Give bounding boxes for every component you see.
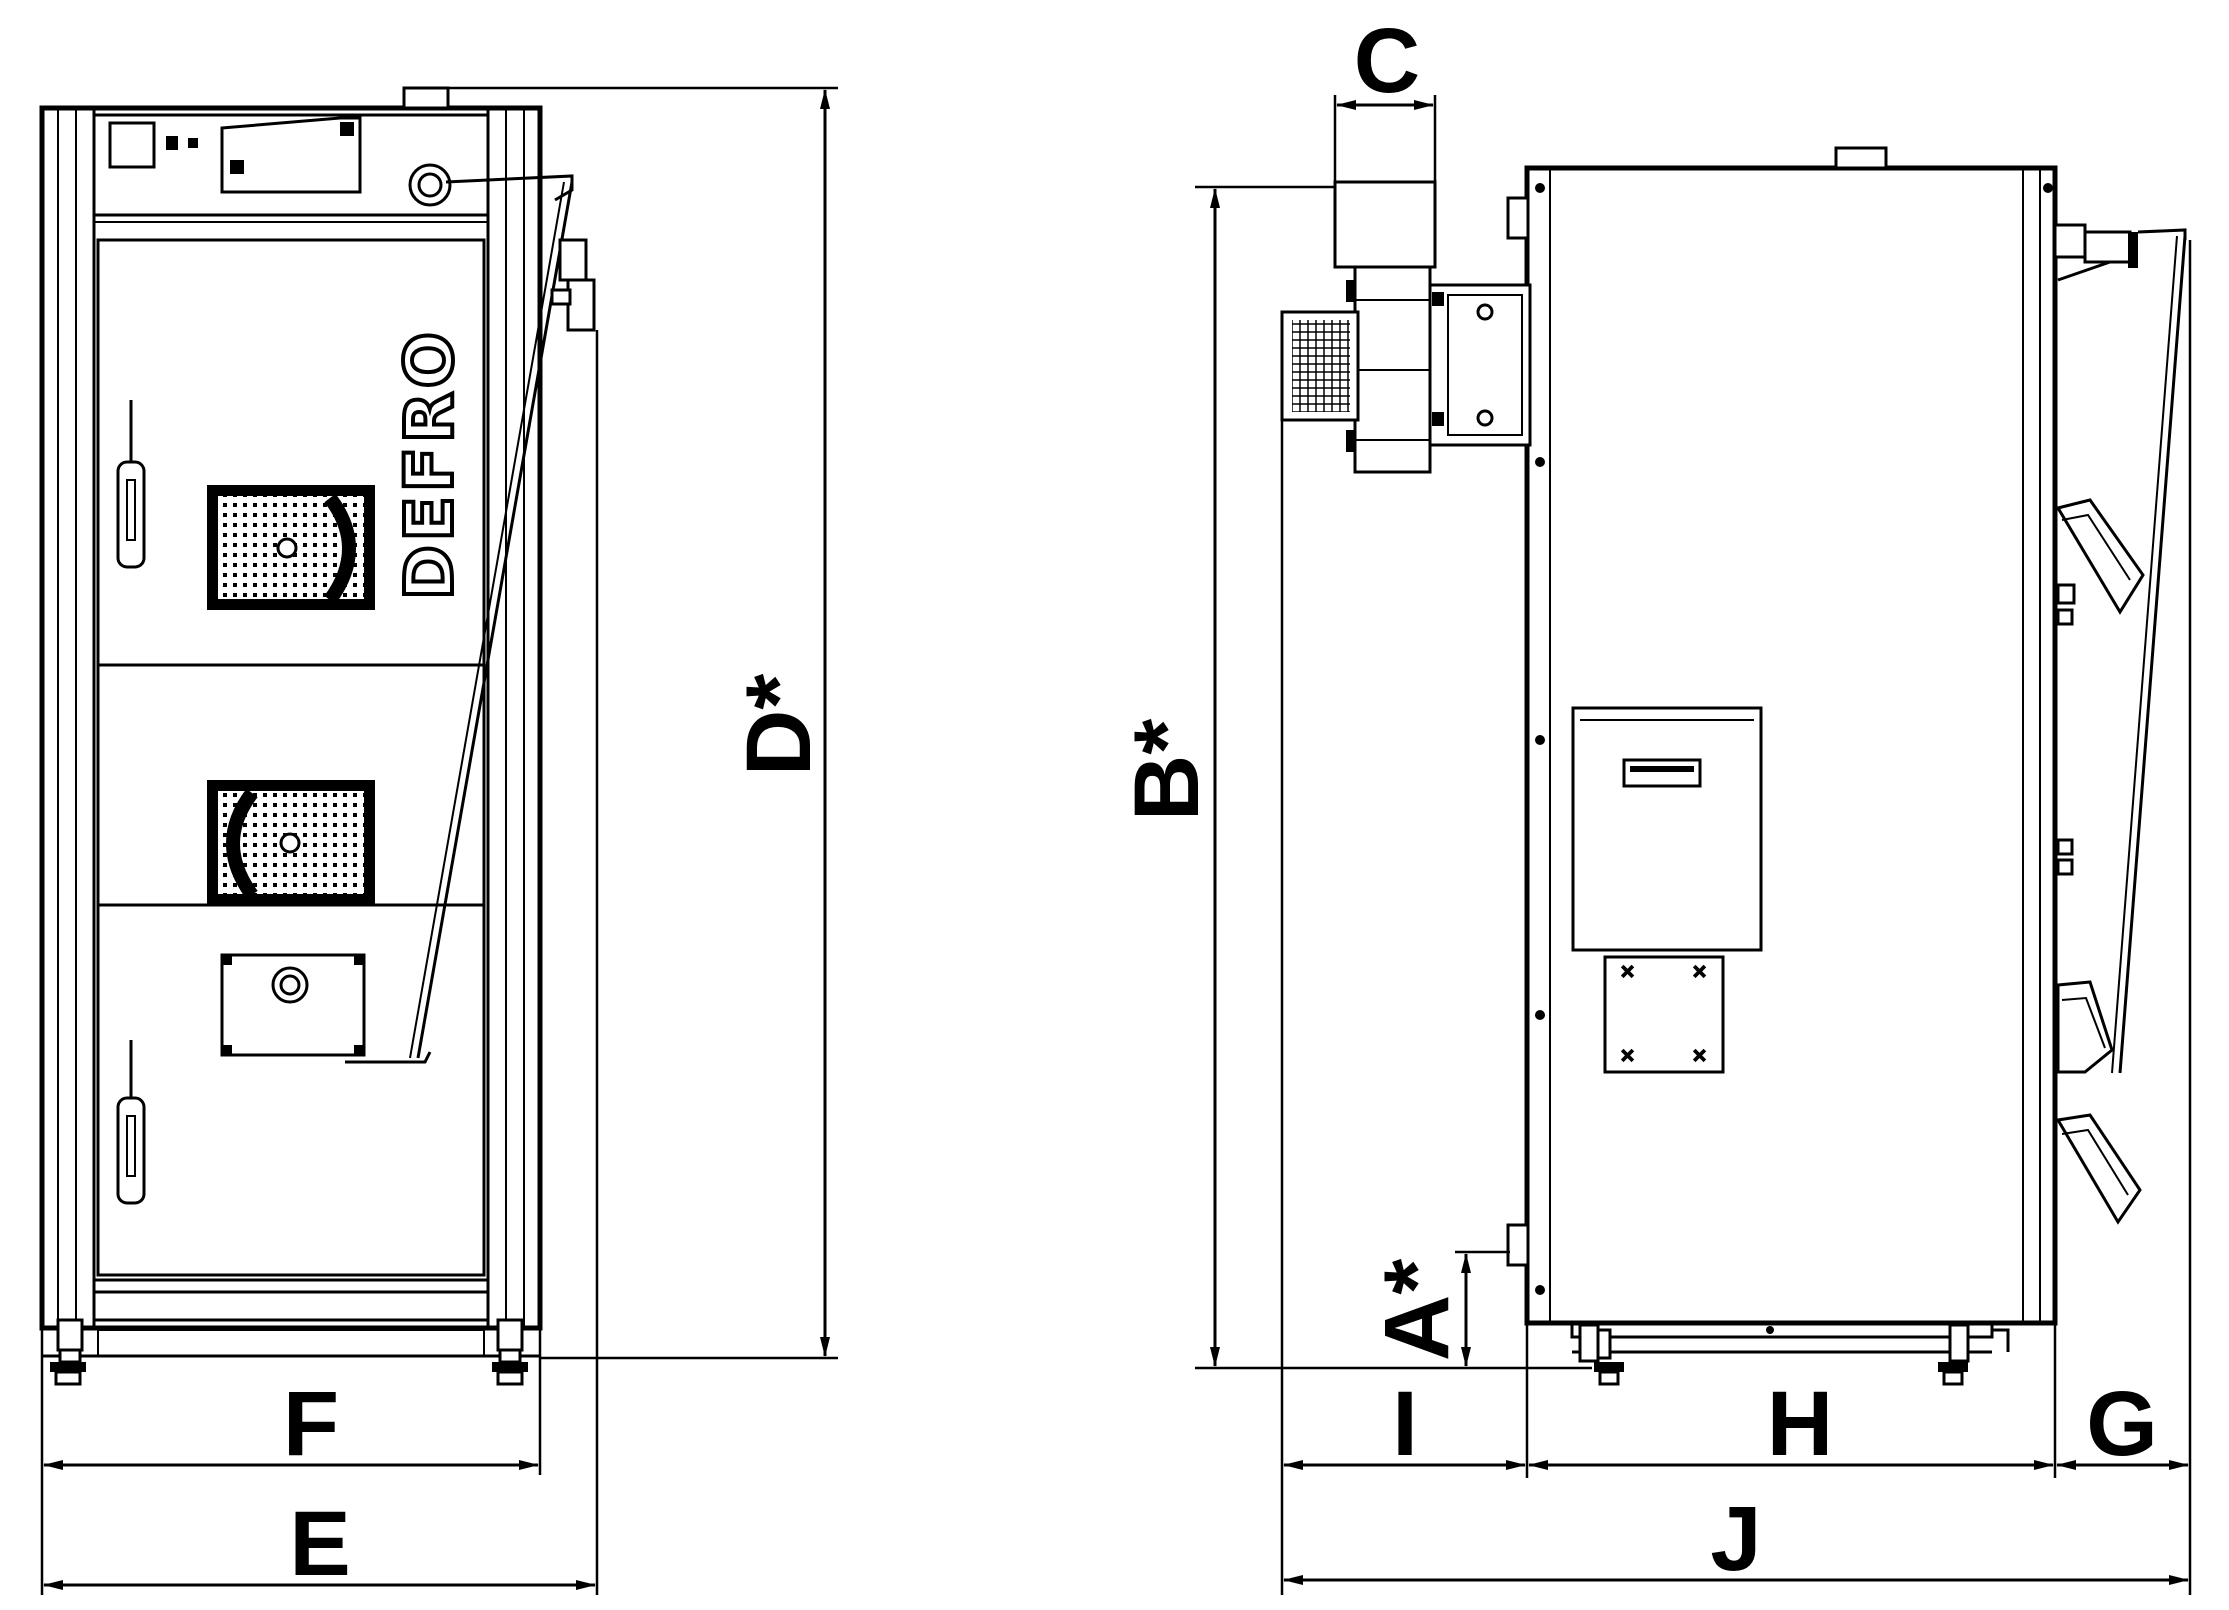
front-left-post <box>40 106 96 1330</box>
label-j: J <box>1710 1488 1761 1590</box>
side-view: ✕ ✕ ✕ ✕ <box>1280 146 2187 1386</box>
side-fan-assembly <box>1280 180 1532 474</box>
label-b: B* <box>1116 719 1218 821</box>
front-dimensions: D* F E <box>40 86 838 1595</box>
defro-logo: DEFRO <box>391 328 468 600</box>
svg-text:✕: ✕ <box>1620 1046 1635 1067</box>
control-display <box>108 121 156 169</box>
upper-door-handle <box>116 460 146 569</box>
control-cover <box>220 116 362 194</box>
svg-text:✕: ✕ <box>1620 962 1635 983</box>
control-led <box>188 138 198 148</box>
label-c: C <box>1354 10 1420 112</box>
label-e: E <box>289 1493 350 1595</box>
fan-intake-mesh <box>1292 320 1350 412</box>
front-left-foot <box>50 1318 86 1386</box>
side-small-plate <box>1603 955 1725 1074</box>
label-i: I <box>1392 1373 1418 1475</box>
side-top-connector <box>1834 146 1888 170</box>
front-right-post <box>486 106 542 1330</box>
safety-valve <box>558 238 588 282</box>
front-right-foot <box>492 1318 528 1386</box>
label-a: A* <box>1366 1259 1468 1361</box>
front-lever <box>445 174 574 202</box>
lower-door-handle <box>116 1096 146 1205</box>
svg-text:✕: ✕ <box>1692 1046 1707 1067</box>
label-d: D* <box>728 674 830 776</box>
control-button <box>166 136 178 150</box>
flue-outlet-c <box>1333 180 1437 269</box>
label-h: H <box>1767 1373 1833 1475</box>
front-view: DEFRO <box>39 86 596 1386</box>
front-flue-outlet <box>402 86 450 110</box>
side-chain-mechanism <box>2053 223 2187 1225</box>
svg-text:✕: ✕ <box>1692 962 1707 983</box>
label-f: F <box>283 1373 339 1475</box>
side-dimensions: C B* A* I H G J <box>1116 10 2192 1595</box>
label-g: G <box>2086 1373 2158 1475</box>
side-inspection-panel <box>1571 706 1763 952</box>
